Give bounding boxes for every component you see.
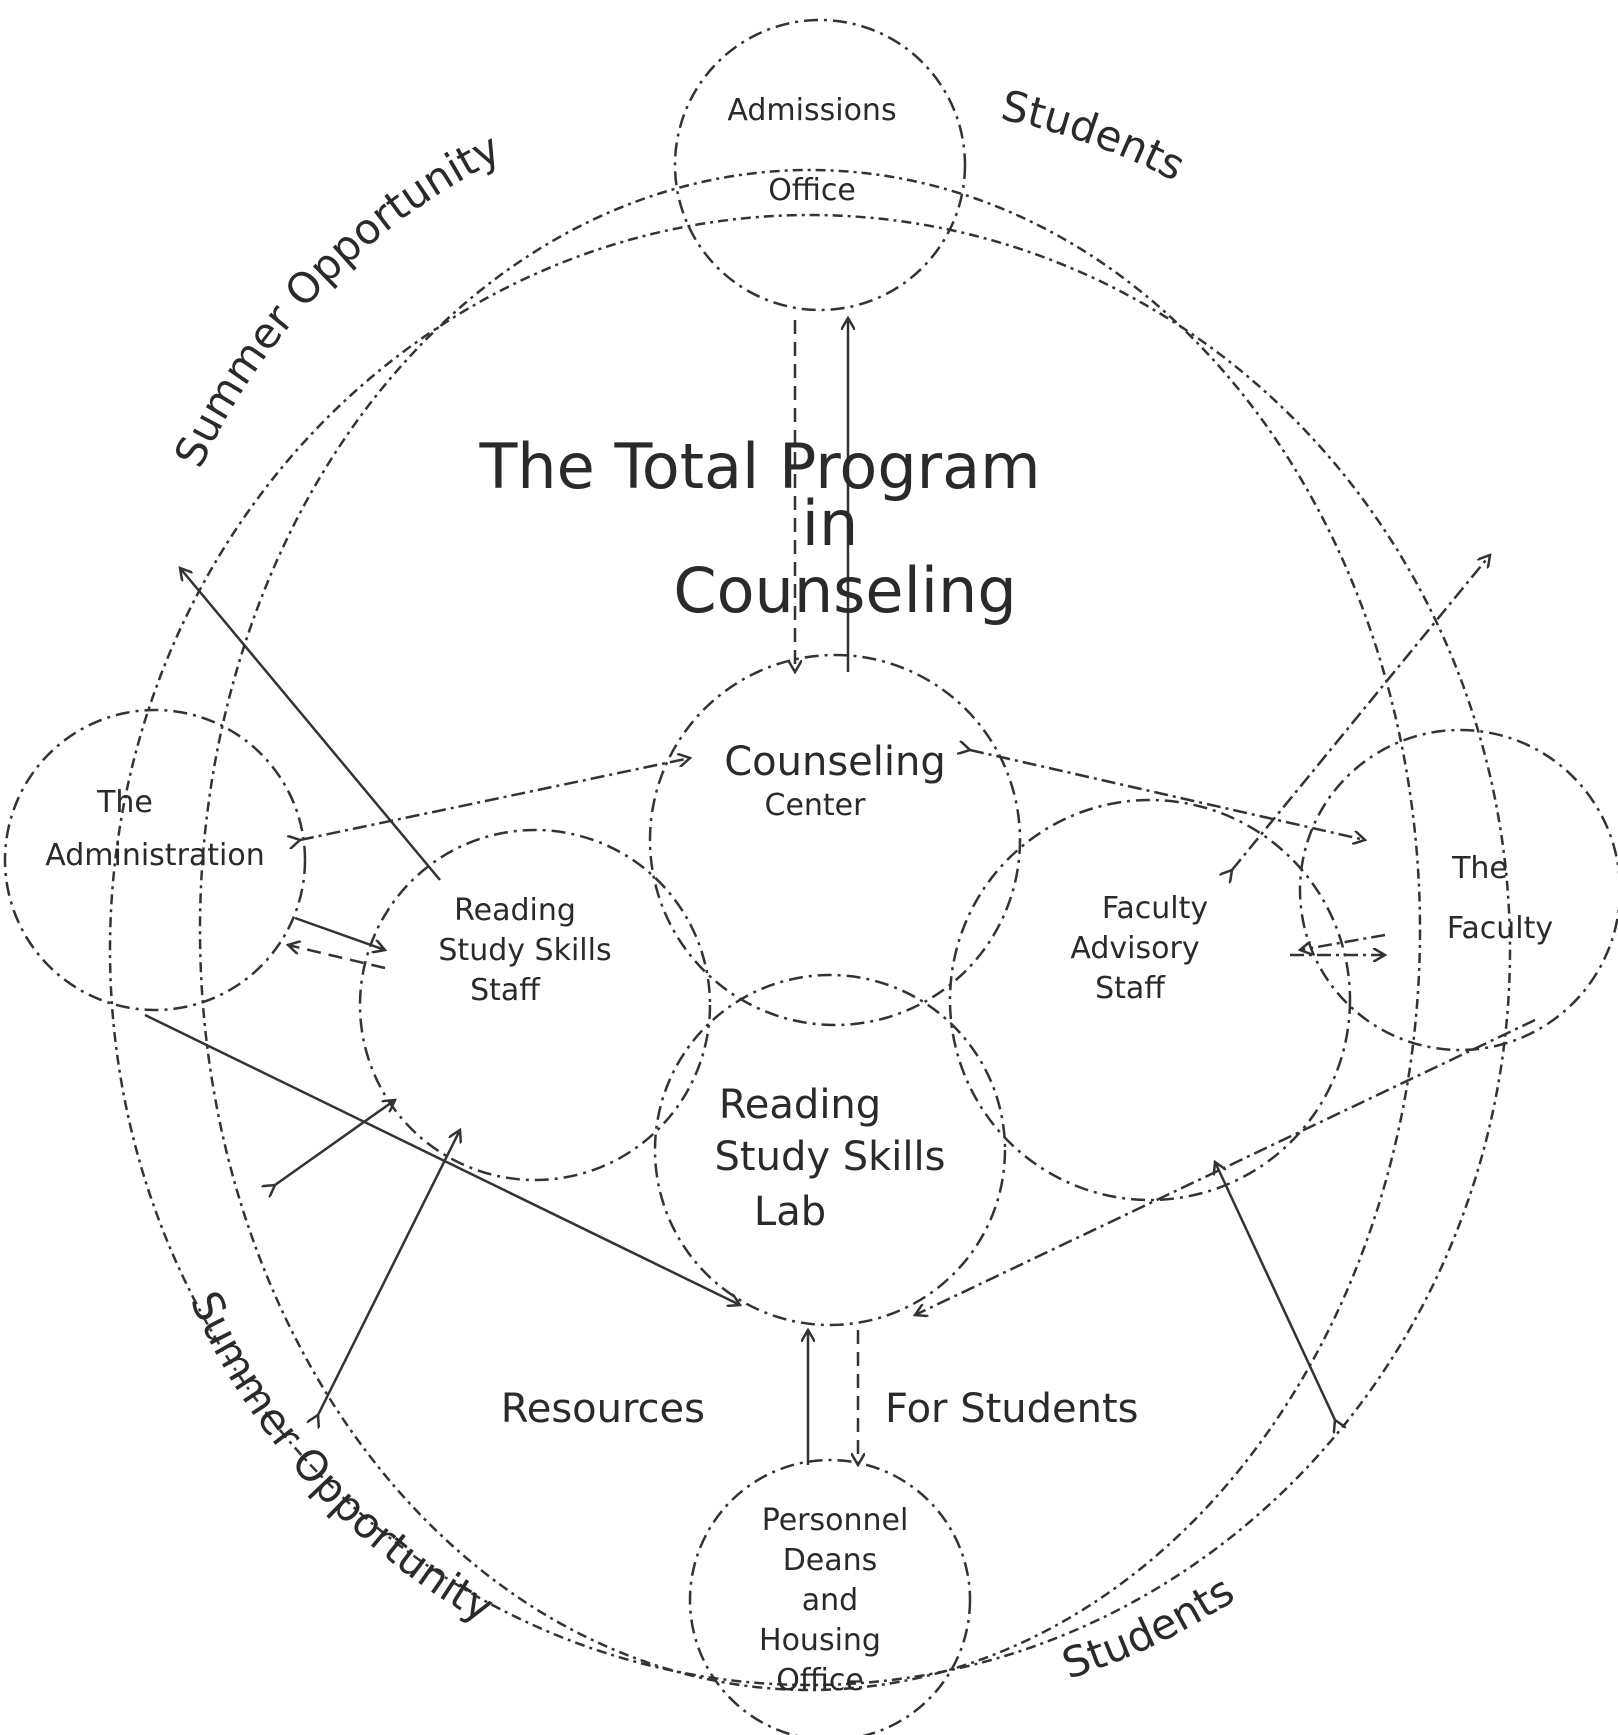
admissions-office-circle <box>673 18 967 312</box>
arrow-ring-reading-staff-left <box>275 1100 395 1185</box>
arrow-advisory-faculty-diagonal <box>1232 555 1490 870</box>
advisory-staff-circle <box>948 798 1352 1202</box>
reading-lab-label-line3: Lab <box>754 1189 826 1235</box>
faculty-label-line2: Faculty <box>1447 911 1553 946</box>
resources-label-left: Resources <box>501 1386 705 1432</box>
advisory-staff-label-line1: Faculty <box>1102 891 1208 926</box>
counseling-center-label-line1: Counseling <box>724 739 946 785</box>
counseling-center-circle <box>648 653 1022 1027</box>
ring-label-bottom-left-path: Summer Opportunity <box>181 1284 502 1632</box>
arrow-ring-reading-staff-bottom <box>318 1130 460 1415</box>
arrow-faculty-to-lab <box>915 1018 1536 1315</box>
faculty-label-line1: The <box>1451 851 1508 886</box>
reading-staff-label-line2: Study Skills <box>438 933 611 968</box>
advisory-staff-label-line3: Staff <box>1095 971 1166 1006</box>
arrow-reading-staff-out <box>180 568 441 881</box>
arrow-ring-advisory-bottom <box>1215 1162 1335 1420</box>
personnel-label-line3: and <box>802 1583 858 1618</box>
reading-staff-label-line3: Staff <box>470 973 541 1008</box>
title-line3: Counseling <box>673 554 1016 627</box>
inner-ring <box>198 168 1422 1692</box>
administration-label-line2: Administration <box>45 838 265 873</box>
ring-label-top-right: Students <box>997 81 1193 191</box>
reading-lab-label-line2: Study Skills <box>715 1134 946 1180</box>
arrow-administration-reading-staff <box>294 916 385 950</box>
reading-staff-label-line1: Reading <box>454 893 576 928</box>
counseling-center-label-line2: Center <box>765 788 867 823</box>
outer-ring <box>108 213 1512 1687</box>
administration-label-line1: The <box>96 785 153 820</box>
title-line2: in <box>802 487 859 560</box>
admissions-label-line1: Admissions <box>727 93 896 128</box>
personnel-label-line5: Office <box>776 1663 864 1698</box>
arrow-reading-staff-administration <box>288 945 386 970</box>
personnel-label-line1: Personnel <box>762 1503 909 1538</box>
ring-label-bottom-left: Summer Opportunity <box>181 1284 502 1632</box>
ring-label-top-left: Summer Opportunity <box>165 123 508 474</box>
ring-label-top-left-path: Summer Opportunity <box>165 123 508 474</box>
arrow-administration-to-lab <box>144 1013 740 1305</box>
ring-label-top-right-path: Students <box>997 81 1193 191</box>
personnel-office-circle <box>688 1458 972 1735</box>
admissions-label-line2: Office <box>768 173 856 208</box>
reading-lab-label-line1: Reading <box>719 1082 881 1128</box>
administration-circle <box>3 708 307 1012</box>
advisory-staff-label-line2: Advisory <box>1070 931 1199 966</box>
arrow-counseling-administration <box>300 758 690 840</box>
title-line1: The Total Program <box>478 430 1040 503</box>
reading-lab-circle <box>653 973 1007 1327</box>
resources-label-right: For Students <box>885 1386 1139 1432</box>
faculty-circle <box>1298 728 1618 1052</box>
personnel-label-line2: Deans <box>783 1543 878 1578</box>
arrow-counseling-faculty <box>970 750 1365 840</box>
personnel-label-line4: Housing <box>759 1623 881 1658</box>
